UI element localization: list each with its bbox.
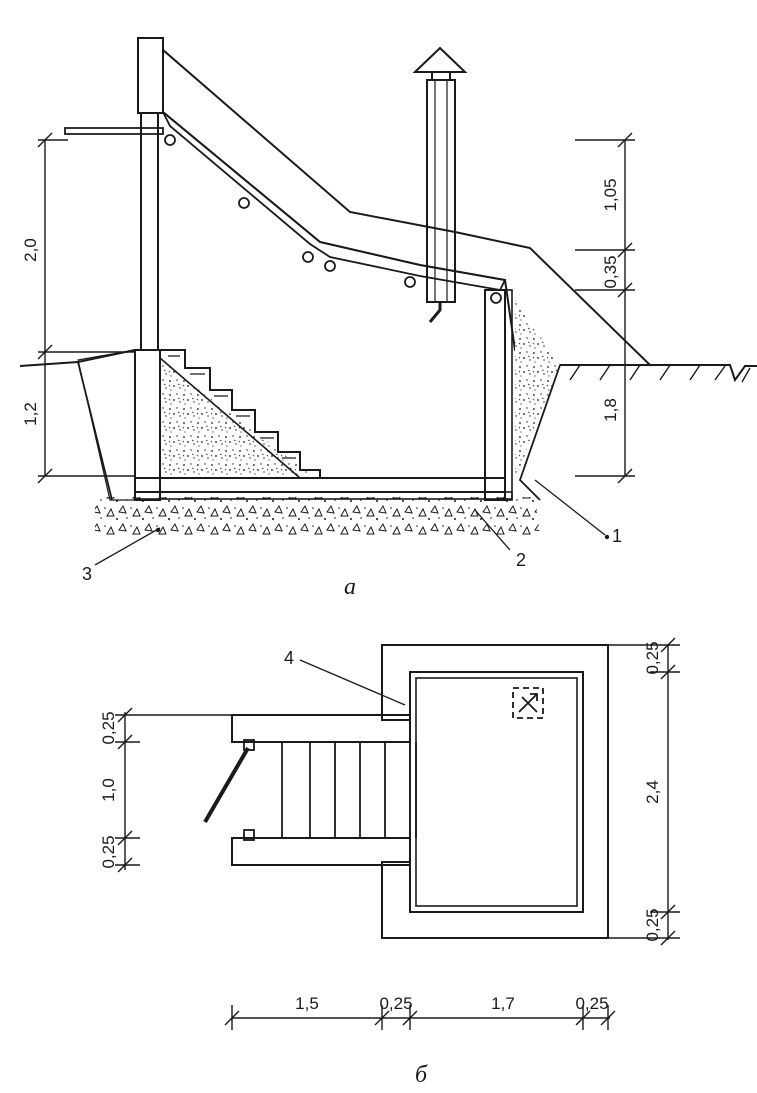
callout-2: 2 [516, 550, 526, 570]
earth-fill-right [515, 300, 560, 480]
callout-4: 4 [284, 648, 294, 668]
plan-dims-bottom [224, 1005, 616, 1030]
left-wall-upper [137, 37, 164, 114]
canopy-overhang [64, 127, 164, 135]
plan-steps [281, 742, 417, 838]
excavation-slope-left [77, 361, 113, 501]
callout-leaders [94, 479, 606, 566]
excavation-slope-right [518, 364, 561, 501]
earth-cover-top [162, 47, 653, 366]
dims-right [575, 132, 635, 484]
plan-dim-right-0: 0,25 [643, 641, 662, 674]
plan-dim-bottom-0: 1,5 [295, 994, 319, 1013]
section-view: 2,0 1,2 1,05 0,35 1,8 1 2 3 а [19, 37, 757, 600]
door-leaf [203, 746, 250, 824]
gravel-base [95, 497, 540, 535]
dim-top-fill: 1,05 [601, 178, 620, 211]
callout-3: 3 [82, 564, 92, 584]
plan-dim-left-0: 0,25 [99, 711, 118, 744]
dim-canopy-height: 2,0 [21, 238, 40, 262]
vent-icon [512, 687, 544, 719]
roof-slab [162, 111, 507, 292]
door-hinge-bottom [243, 829, 255, 841]
plan-dims-left [115, 707, 232, 873]
room-lining-inner [415, 677, 578, 907]
plan-dim-bottom-2: 1,7 [491, 994, 515, 1013]
support-rollers [164, 134, 502, 304]
callout-1: 1 [612, 526, 622, 546]
floor-waterproofing [134, 491, 513, 500]
plan-dim-bottom-3: 0,25 [575, 994, 608, 1013]
earth-fill-stairs [160, 360, 315, 478]
corridor-wall-bottom [231, 837, 411, 866]
plan-dim-bottom-1: 0,25 [379, 994, 412, 1013]
staircase [160, 349, 321, 478]
caption-plan: б [415, 1062, 428, 1088]
right-wall-waterproofing [504, 289, 513, 501]
plan-dim-right-2: 0,25 [643, 908, 662, 941]
dim-layer-gap: 0,35 [601, 255, 620, 288]
pipe-cap-icon [412, 46, 468, 73]
plan-dim-left-1: 1,0 [99, 778, 118, 802]
left-wall-lower [134, 349, 161, 501]
plan-view: 4 0,25 1,0 0,25 0,25 2 [99, 637, 680, 1088]
callout-4-leader [299, 659, 406, 706]
right-wall [484, 289, 506, 501]
caption-section: а [344, 574, 356, 600]
dims-left [37, 132, 135, 484]
ground-hatch-right [569, 364, 751, 383]
floor-slab [134, 477, 506, 493]
ventilation-pipe [412, 46, 468, 323]
staircase-inner [168, 355, 296, 459]
ground-line-right [560, 364, 757, 383]
plan-dim-left-2: 0,25 [99, 835, 118, 868]
room-lining [409, 671, 584, 913]
plan-dims-right [608, 637, 680, 946]
plan-dim-right-1: 2,4 [643, 780, 662, 804]
dim-pit-depth-right: 1,8 [601, 398, 620, 422]
dim-pit-depth-left: 1,2 [21, 402, 40, 426]
stair-slope [159, 357, 301, 479]
